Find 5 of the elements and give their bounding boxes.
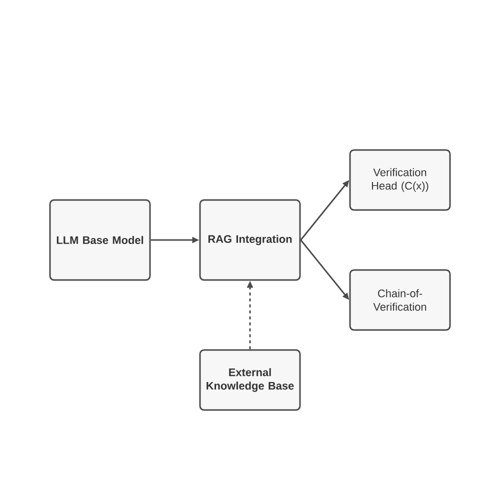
process-box: RAG Integration	[199, 199, 301, 281]
process-box: Chain-of-Verification	[349, 269, 451, 331]
process-box: Verification Head (C(x))	[349, 149, 451, 211]
process-box: LLM Base Model	[49, 199, 151, 281]
process-box: External Knowledge Base	[199, 349, 301, 411]
